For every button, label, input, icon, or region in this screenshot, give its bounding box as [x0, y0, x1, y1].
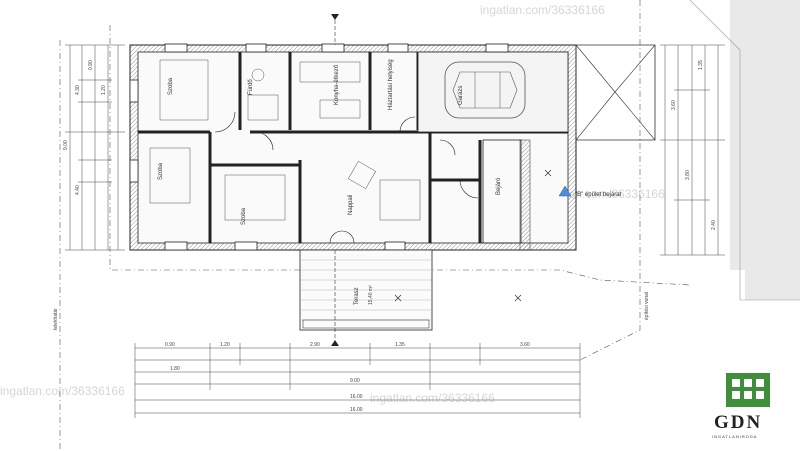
dimension-label: 2.40 [711, 220, 717, 230]
watermark: ingatlan.com/36336166 [370, 391, 495, 405]
garage-space [417, 51, 569, 133]
dimension-label: 0.90 [165, 342, 175, 348]
porch-wall [519, 139, 531, 251]
room-label-terrace: Terasz [354, 287, 360, 305]
property-line [109, 25, 691, 286]
dimension-label: 4.30 [75, 85, 81, 95]
dimension-label: 3.60 [671, 100, 677, 110]
room-label-bath: Fürdő [248, 79, 254, 95]
room-label-kitchen: Konyha-étkező [334, 64, 340, 105]
car-icon [444, 61, 526, 119]
room-label-garage: Garázs [458, 86, 464, 105]
doors [214, 111, 479, 244]
dimension-label: 1.20 [101, 85, 107, 95]
room-label-entrance: Bejáró [496, 177, 502, 195]
gdn-logo: GDN INGATLANIRODA [712, 373, 770, 439]
survey-markers [394, 169, 552, 302]
dimension-label: 1.20 [220, 342, 230, 348]
watermark: ingatlan.com/36336166 [0, 384, 125, 398]
neighbor-area [690, 0, 800, 300]
terrace-area: 15,40 m² [368, 285, 374, 305]
building-line-label: építési vonal [644, 292, 650, 320]
property-line-label: telekhatár [53, 308, 59, 330]
section-markers [331, 14, 339, 346]
entry-marker-icon [558, 185, 572, 197]
dimension-label: 1.35 [698, 60, 704, 70]
room-label-room-3: Szoba [241, 207, 247, 225]
room-label-living: Nappali [348, 195, 354, 215]
logo-tagline: INGATLANIRODA [712, 434, 757, 439]
dimension-label: 0.90 [88, 60, 94, 70]
room-label-room-2: Szoba [158, 162, 164, 180]
watermark: ingatlan.com/36336166 [480, 3, 605, 17]
windows [129, 43, 509, 251]
dimension-lines-bottom [134, 343, 581, 418]
dimension-label: 9.00 [63, 140, 69, 150]
dimension-label: 9.00 [350, 378, 360, 384]
dimension-label: 4.40 [75, 185, 81, 195]
dimension-label: 3.60 [520, 342, 530, 348]
dimension-label: 1.80 [170, 366, 180, 372]
dimension-label: 16.00 [350, 407, 363, 413]
dimension-label: 2.90 [310, 342, 320, 348]
entry-note: "B" épület bejárat [575, 192, 622, 198]
dimension-label: 16.00 [350, 394, 363, 400]
dimension-label: 1.35 [395, 342, 405, 348]
furniture [149, 59, 421, 221]
dimension-lines-right [660, 44, 725, 256]
building-line [579, 0, 641, 361]
dimension-label: 3.80 [685, 170, 691, 180]
logo-house-icon [726, 373, 770, 407]
interior-walls [138, 52, 568, 243]
terrace-step [302, 319, 430, 329]
dimension-lines-left [65, 44, 125, 251]
room-label-utility: Háztartási helyiség [388, 59, 394, 110]
logo-name: GDN [714, 412, 762, 433]
neighbor-boundary [689, 0, 800, 301]
room-label-bedroom: Szoba [168, 77, 174, 95]
